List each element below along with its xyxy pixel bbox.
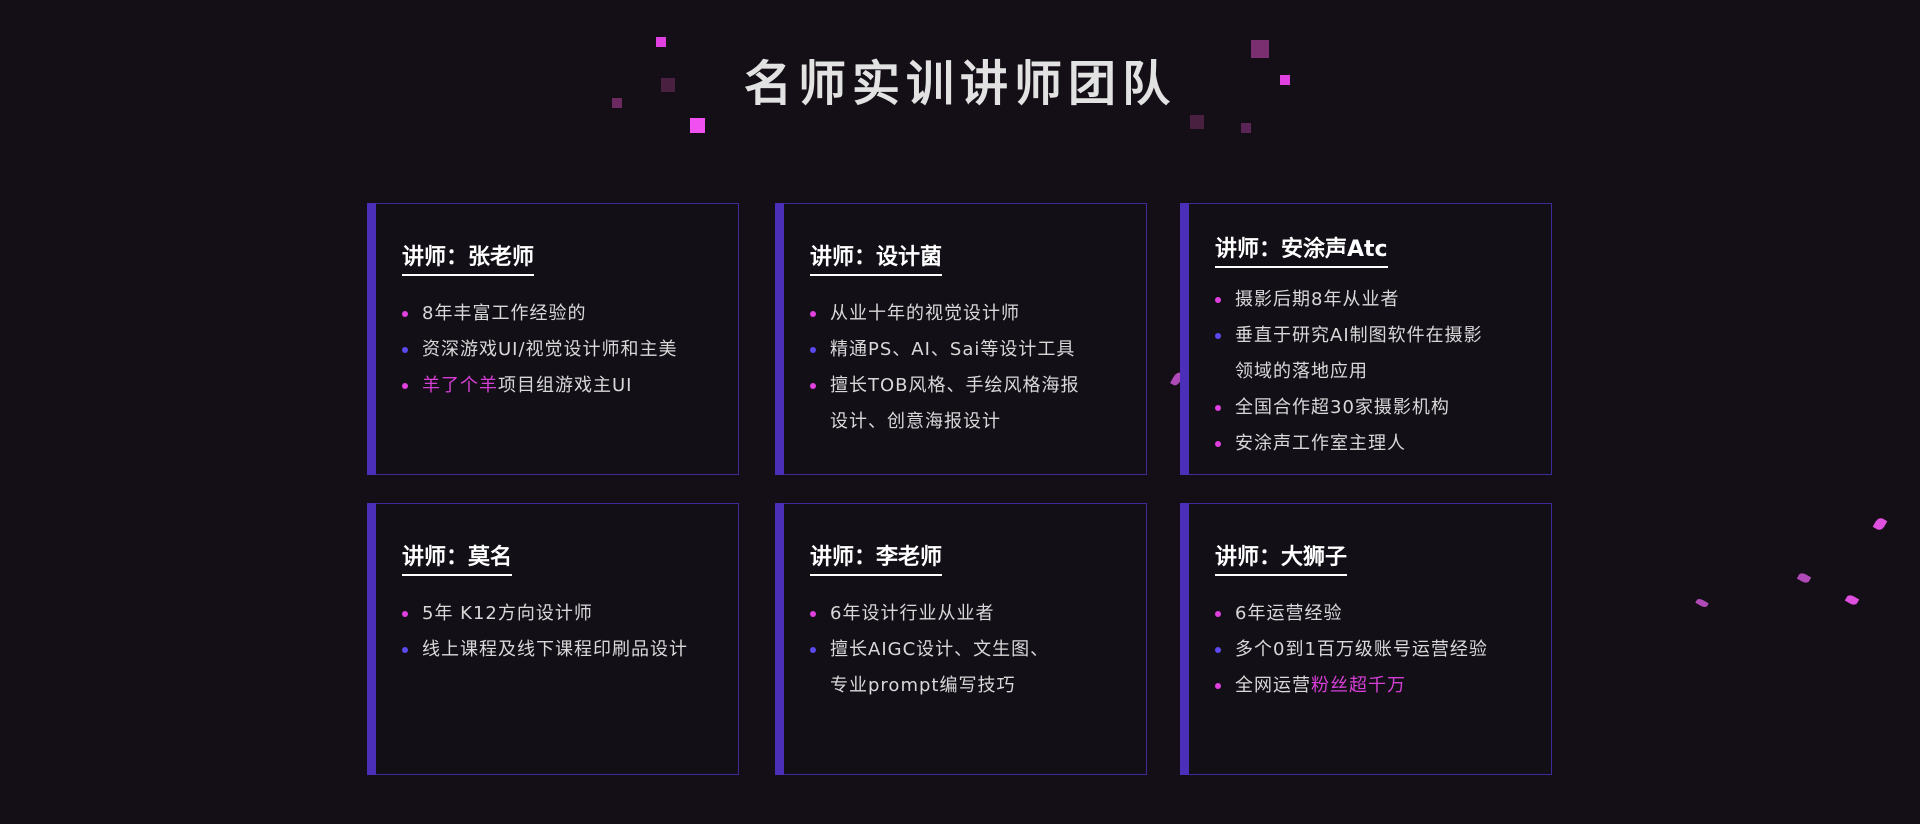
teacher-name: 讲师：安涂声Atc [1215, 236, 1388, 268]
page-title: 名师实训讲师团队 [743, 56, 1176, 112]
bio-item: 全网运营粉丝超千万 [1215, 668, 1488, 704]
bio-text: 安涂声工作室主理人 [1235, 433, 1406, 454]
decor-petal [1796, 571, 1812, 585]
decor-square [612, 98, 622, 108]
bio-text: 擅长AIGC设计、文生图、 [830, 639, 1050, 660]
bio-item: 擅长AIGC设计、文生图、 [810, 632, 1049, 668]
bullet-dot [402, 383, 408, 389]
card-accent-bar [775, 203, 784, 475]
bio-item: 安涂声工作室主理人 [1215, 426, 1483, 462]
bio-item: 线上课程及线下课程印刷品设计 [402, 632, 688, 668]
bio-text: 多个0到1百万级账号运营经验 [1235, 639, 1488, 660]
bullet-dot [810, 383, 816, 389]
bullet-dot [402, 647, 408, 653]
bio-item: 擅长TOB风格、手绘风格海报 [810, 368, 1080, 404]
teacher-name: 讲师：张老师 [402, 244, 535, 276]
bio-item: 摄影后期8年从业者 [1215, 282, 1483, 318]
bullet-dot [810, 311, 816, 317]
teacher-name: 讲师：大狮子 [1215, 544, 1348, 576]
bullet-dot [810, 611, 816, 617]
teacher-name: 讲师：设计菌 [810, 244, 943, 276]
bio-item: 精通PS、AI、Sai等设计工具 [810, 332, 1080, 368]
card-accent-bar [775, 503, 784, 775]
bio-text: 摄影后期8年从业者 [1235, 289, 1400, 310]
bio-item: 专业prompt编写技巧 [810, 668, 1049, 704]
bullet-dot [402, 347, 408, 353]
bio-item: 全国合作超30家摄影机构 [1215, 390, 1483, 426]
bio-text: 全网运营 [1235, 675, 1311, 696]
bio-item: 5年 K12方向设计师 [402, 596, 688, 632]
bio-text: 8年丰富工作经验的 [422, 303, 587, 324]
bullet-dot [810, 347, 816, 353]
teacher-bio-list: 6年设计行业从业者擅长AIGC设计、文生图、专业prompt编写技巧 [810, 596, 1049, 704]
bio-text: 领域的落地应用 [1235, 361, 1368, 382]
bullet-dot [1215, 441, 1221, 447]
bio-item: 领域的落地应用 [1215, 354, 1483, 390]
decor-square [1241, 123, 1251, 133]
card-accent-bar [367, 203, 376, 475]
teacher-bio-list: 6年运营经验多个0到1百万级账号运营经验全网运营粉丝超千万 [1215, 596, 1488, 704]
bullet-dot [1215, 611, 1221, 617]
card-accent-bar [367, 503, 376, 775]
bullet-dot [1215, 405, 1221, 411]
card-accent-bar [1180, 503, 1189, 775]
teacher-card: 讲师：莫名 5年 K12方向设计师线上课程及线下课程印刷品设计 [367, 503, 739, 775]
highlight-text: 粉丝超千万 [1311, 675, 1406, 696]
decor-square [1280, 75, 1290, 85]
bio-item: 8年丰富工作经验的 [402, 296, 678, 332]
teacher-bio-list: 5年 K12方向设计师线上课程及线下课程印刷品设计 [402, 596, 688, 668]
teacher-card: 讲师：设计菌从业十年的视觉设计师精通PS、AI、Sai等设计工具擅长TOB风格、… [775, 203, 1147, 475]
decor-square [656, 37, 666, 47]
bio-item: 6年运营经验 [1215, 596, 1488, 632]
bio-item: 资深游戏UI/视觉设计师和主美 [402, 332, 678, 368]
decor-square [661, 78, 675, 92]
bio-item: 6年设计行业从业者 [810, 596, 1049, 632]
teacher-card: 讲师：安涂声Atc 摄影后期8年从业者垂直于研究AI制图软件在摄影领域的落地应用全… [1180, 203, 1552, 475]
bullet-dot [810, 647, 816, 653]
bio-text: 精通PS、AI、Sai等设计工具 [830, 339, 1076, 360]
bio-item: 多个0到1百万级账号运营经验 [1215, 632, 1488, 668]
bio-text: 擅长TOB风格、手绘风格海报 [830, 375, 1080, 396]
decor-petal [1844, 593, 1860, 607]
bullet-dot [1215, 333, 1221, 339]
bio-item: 垂直于研究AI制图软件在摄影 [1215, 318, 1483, 354]
teacher-bio-list: 从业十年的视觉设计师精通PS、AI、Sai等设计工具擅长TOB风格、手绘风格海报… [810, 296, 1080, 440]
bio-text: 专业prompt编写技巧 [830, 675, 1016, 696]
decor-petal [1872, 516, 1888, 532]
bio-item: 从业十年的视觉设计师 [810, 296, 1080, 332]
decor-square [690, 118, 705, 133]
bio-text: 6年运营经验 [1235, 603, 1343, 624]
bullet-dot [1215, 297, 1221, 303]
teacher-name: 讲师：李老师 [810, 544, 943, 576]
card-accent-bar [1180, 203, 1189, 475]
teacher-bio-list: 8年丰富工作经验的资深游戏UI/视觉设计师和主美羊了个羊项目组游戏主UI [402, 296, 678, 404]
teacher-bio-list: 摄影后期8年从业者垂直于研究AI制图软件在摄影领域的落地应用全国合作超30家摄影… [1215, 282, 1483, 462]
decor-square [1251, 40, 1269, 58]
bio-item: 设计、创意海报设计 [810, 404, 1080, 440]
bio-text: 线上课程及线下课程印刷品设计 [422, 639, 688, 660]
decor-petal [1695, 597, 1709, 609]
bio-text: 5年 K12方向设计师 [422, 603, 593, 624]
bio-text: 设计、创意海报设计 [830, 411, 1001, 432]
bio-text: 项目组游戏主UI [498, 375, 633, 396]
bio-item: 羊了个羊项目组游戏主UI [402, 368, 678, 404]
teacher-card: 讲师：李老师 6年设计行业从业者擅长AIGC设计、文生图、专业prompt编写技巧 [775, 503, 1147, 775]
bullet-dot [402, 311, 408, 317]
bio-text: 6年设计行业从业者 [830, 603, 995, 624]
bio-text: 资深游戏UI/视觉设计师和主美 [422, 339, 678, 360]
teacher-name: 讲师：莫名 [402, 544, 513, 576]
bio-text: 全国合作超30家摄影机构 [1235, 397, 1450, 418]
bio-text: 垂直于研究AI制图软件在摄影 [1235, 325, 1483, 346]
highlight-text: 羊了个羊 [422, 375, 498, 396]
bio-text: 从业十年的视觉设计师 [830, 303, 1020, 324]
bullet-dot [1215, 683, 1221, 689]
decor-square [1190, 115, 1204, 129]
bullet-dot [402, 611, 408, 617]
bullet-dot [1215, 647, 1221, 653]
